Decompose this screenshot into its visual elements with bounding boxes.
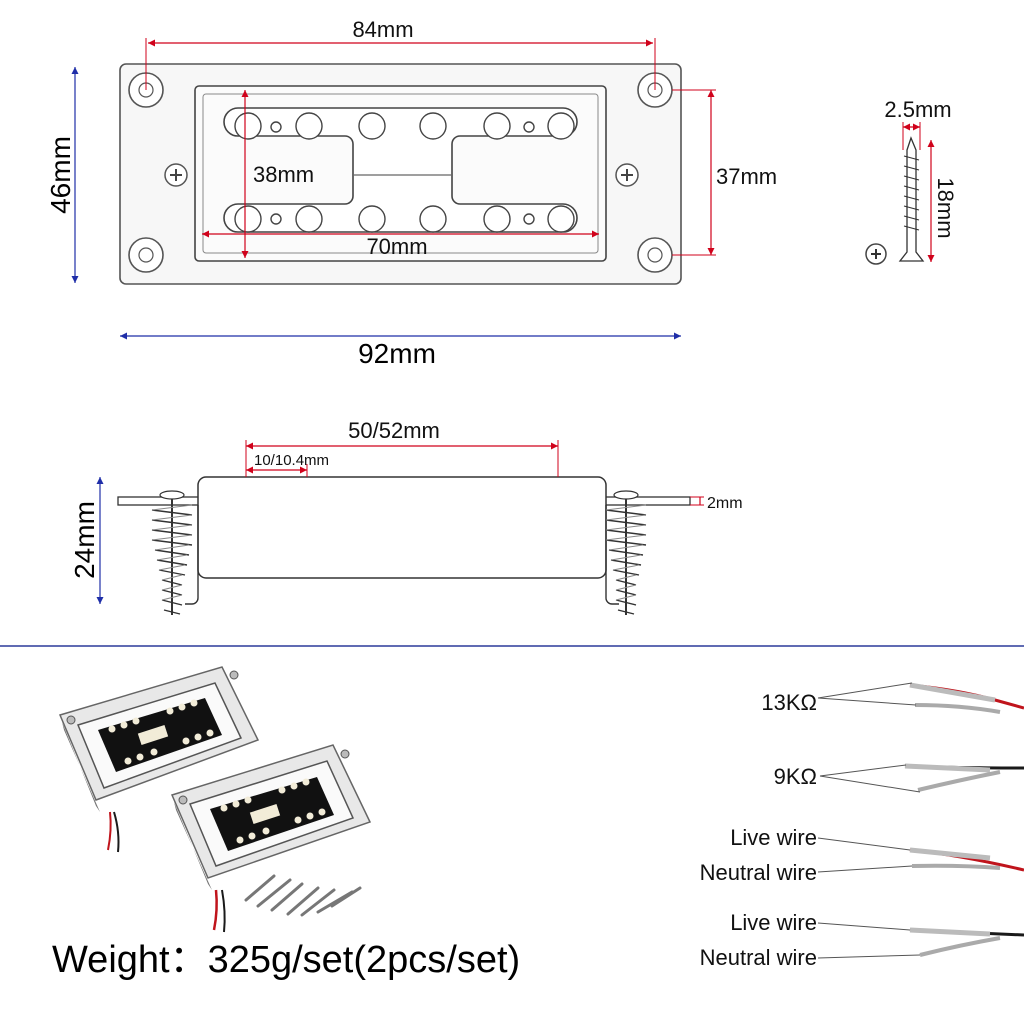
wire-label-neutral-2: Neutral wire: [700, 945, 817, 970]
mounting-screws: [244, 874, 362, 917]
dim-label-38mm: 38mm: [253, 162, 314, 187]
dim-label-92mm: 92mm: [358, 338, 436, 369]
pickup-1: [58, 666, 260, 853]
wire-pair-9k: [819, 763, 1024, 793]
dim-label-37mm: 37mm: [716, 164, 777, 189]
dim-label-10-10.4mm: 10/10.4mm: [254, 452, 329, 469]
top-view: 84mm 46mm 37mm 38mm 70mm 92mm: [45, 17, 777, 369]
wire-label-live-2: Live wire: [730, 910, 817, 935]
spring-screw-right: [605, 490, 647, 615]
wire-pair-13k: [817, 682, 1024, 714]
screw-body: [898, 136, 925, 262]
screw-detail: 2.5mm 18mm: [865, 97, 958, 265]
wiring-diagram: 13KΩ 9KΩ Live wire Neutral wire Live wir…: [700, 682, 1024, 970]
mounting-tab-right: [605, 505, 619, 605]
pole-pieces-top-row: [234, 112, 575, 140]
phillips-head-icon: [865, 243, 887, 265]
wire-label-9k: 9KΩ: [774, 764, 817, 789]
dim-label-84mm: 84mm: [352, 17, 413, 42]
side-view: 50/52mm 10/10.4mm 2mm 24mm: [69, 418, 743, 615]
pickup-frame-inner: [202, 93, 599, 254]
wire-label-neutral-1: Neutral wire: [700, 860, 817, 885]
spring-screw-left: [151, 490, 193, 615]
dim-label-18mm: 18mm: [933, 177, 958, 238]
corner-hole-bl: [128, 237, 164, 273]
phillips-screw-left-icon: [164, 163, 188, 187]
dim-label-70mm: 70mm: [366, 234, 427, 259]
mounting-tab-left: [185, 505, 199, 605]
dim-label-50-52mm: 50/52mm: [348, 418, 440, 443]
pickup-cover-side: [197, 476, 607, 579]
dim-label-2.5mm: 2.5mm: [884, 97, 951, 122]
wire-pair-3: [817, 837, 1024, 873]
pickup-2: [170, 744, 372, 933]
screw-thread: [903, 155, 920, 231]
product-photo: [58, 666, 372, 933]
weight-text: Weight：325g/set(2pcs/set): [52, 939, 520, 981]
dim-label-46mm: 46mm: [45, 136, 76, 214]
wire-pair-4: [817, 922, 1024, 959]
wire-label-live-1: Live wire: [730, 825, 817, 850]
wire-label-13k: 13KΩ: [761, 690, 817, 715]
dim-label-24mm: 24mm: [69, 501, 100, 579]
corner-hole-br: [637, 237, 673, 273]
dim-label-2mm: 2mm: [707, 495, 743, 512]
phillips-screw-right-icon: [615, 163, 639, 187]
